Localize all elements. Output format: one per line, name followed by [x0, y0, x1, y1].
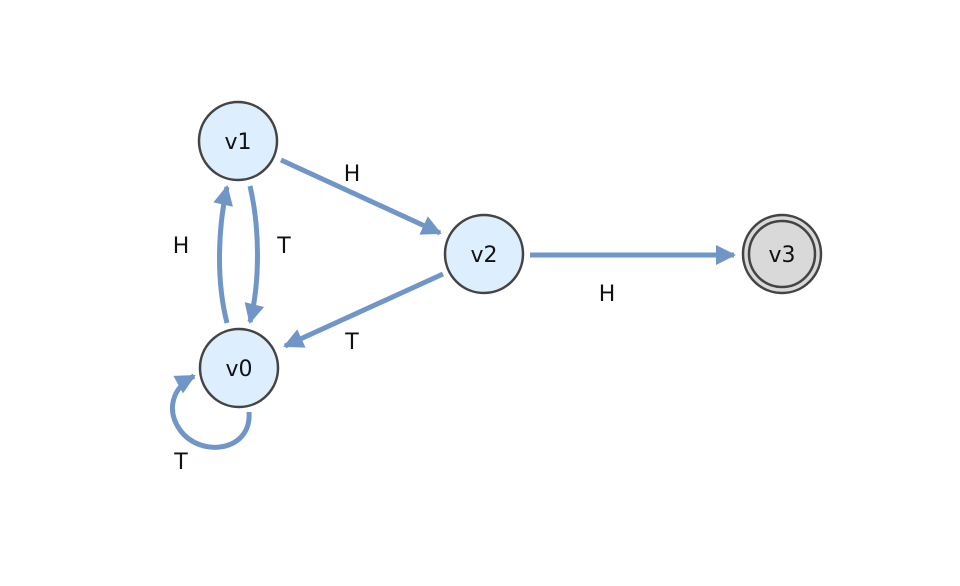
node-label-v3: v3	[768, 243, 795, 268]
node-v1: v1	[197, 100, 279, 182]
nodes: v1 v0 v2 v3	[197, 100, 823, 409]
node-v0: v0	[198, 327, 280, 409]
node-label-v1: v1	[224, 130, 251, 155]
edge-label-v0-v0: T	[173, 450, 188, 475]
edge-v1-v0	[244, 185, 265, 324]
node-label-v0: v0	[225, 357, 252, 382]
edge-label-v1-v2: H	[344, 162, 361, 187]
edge-v0-v0-loop	[170, 373, 252, 450]
edge-label-v2-v0: T	[344, 330, 359, 355]
node-v2: v2	[443, 213, 525, 295]
node-label-v2: v2	[470, 243, 497, 268]
edge-label-v1-v0: T	[276, 234, 291, 259]
edge-v0-v1	[213, 185, 233, 324]
edge-label-v0-v1: H	[173, 234, 190, 259]
edge-v1-v2	[279, 157, 442, 236]
edge-v2-v0	[283, 271, 445, 349]
edges	[170, 157, 736, 450]
edge-label-v2-v3: H	[599, 282, 616, 307]
node-v3-accepting: v3	[741, 213, 823, 295]
edge-labels: H H T T H T	[173, 162, 616, 475]
